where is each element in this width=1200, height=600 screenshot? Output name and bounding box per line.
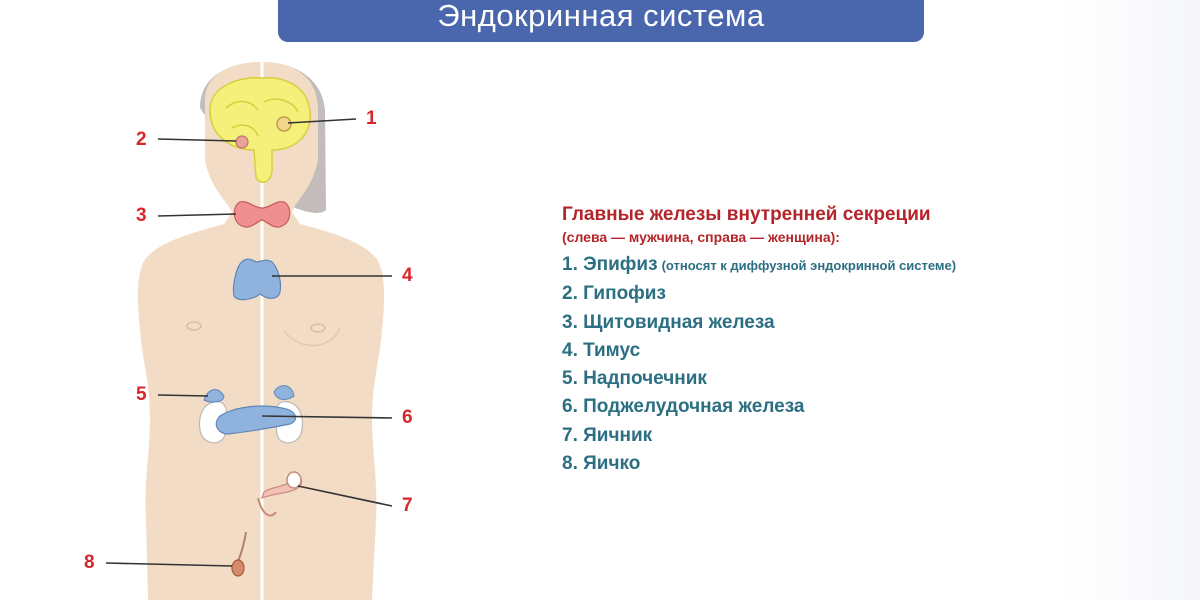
leader-line-5 xyxy=(157,394,209,397)
leader-line-3 xyxy=(157,213,237,217)
legend-item: 3. Щитовидная железа xyxy=(562,309,1162,337)
pineal-gland xyxy=(276,116,292,132)
page-title: Эндокринная система xyxy=(437,0,765,33)
brain xyxy=(209,77,311,183)
legend-item: 8. Яичко xyxy=(562,450,1162,478)
adrenal-right xyxy=(273,385,295,400)
marker-6: 6 xyxy=(402,407,413,428)
legend-item-label: 4. Тимус xyxy=(562,339,641,361)
marker-2: 2 xyxy=(136,129,147,150)
legend-item-label: 7. Яичник xyxy=(562,424,653,446)
marker-3: 3 xyxy=(136,205,147,226)
marker-1: 1 xyxy=(366,108,377,129)
marker-7: 7 xyxy=(402,495,413,516)
legend-subheading: (слева — мужчина, справа — женщина): xyxy=(562,229,840,245)
legend-item: 7. Яичник xyxy=(562,422,1162,450)
adrenal-left xyxy=(203,389,225,403)
marker-8: 8 xyxy=(84,552,95,573)
nipple-right xyxy=(310,323,326,333)
body-diagram: 1 2 3 4 5 6 7 8 xyxy=(0,0,560,600)
pancreas xyxy=(215,405,297,435)
thyroid-gland xyxy=(233,201,291,228)
body-illustration xyxy=(105,62,393,600)
thymus-gland xyxy=(232,258,282,301)
legend-item: 1. Эпифиз(относят к диффузной эндокринно… xyxy=(562,251,1162,280)
gland-legend: Главные железы внутренней секреции (слев… xyxy=(562,203,1162,478)
leader-line-8 xyxy=(105,562,233,567)
leader-line-6 xyxy=(261,415,393,419)
pituitary-gland xyxy=(235,135,249,149)
leader-line-1 xyxy=(287,118,357,124)
legend-item: 5. Надпочечник xyxy=(562,365,1162,393)
legend-item-note: (относят к диффузной эндокринной системе… xyxy=(661,258,957,273)
fallopian-tube xyxy=(257,497,277,517)
breast-curve xyxy=(283,327,341,347)
marker-5: 5 xyxy=(136,384,147,405)
legend-item: 2. Гипофиз xyxy=(562,280,1162,308)
title-banner: Эндокринная система xyxy=(278,0,924,42)
legend-item-label: 6. Поджелудочная железа xyxy=(562,396,805,418)
nipple-left xyxy=(186,321,202,331)
brain-folds xyxy=(225,98,299,137)
right-fade xyxy=(1060,0,1200,600)
legend-item-label: 2. Гипофиз xyxy=(562,283,666,305)
legend-list: 1. Эпифиз(относят к диффузной эндокринно… xyxy=(562,251,1162,478)
legend-item: 6. Поджелудочная железа xyxy=(562,393,1162,421)
leader-line-7 xyxy=(297,485,393,507)
marker-4: 4 xyxy=(402,265,413,286)
ovary xyxy=(286,471,302,489)
legend-item: 4. Тимус xyxy=(562,337,1162,365)
legend-item-label: 3. Щитовидная железа xyxy=(562,311,775,333)
legend-heading: Главные железы внутренней секреции xyxy=(562,204,931,225)
legend-item-label: 5. Надпочечник xyxy=(562,368,707,390)
kidney-left xyxy=(198,401,227,444)
legend-item-label: 8. Яичко xyxy=(562,453,641,475)
testis xyxy=(231,559,245,577)
leader-line-2 xyxy=(157,138,237,142)
legend-item-label: 1. Эпифиз xyxy=(562,254,658,275)
